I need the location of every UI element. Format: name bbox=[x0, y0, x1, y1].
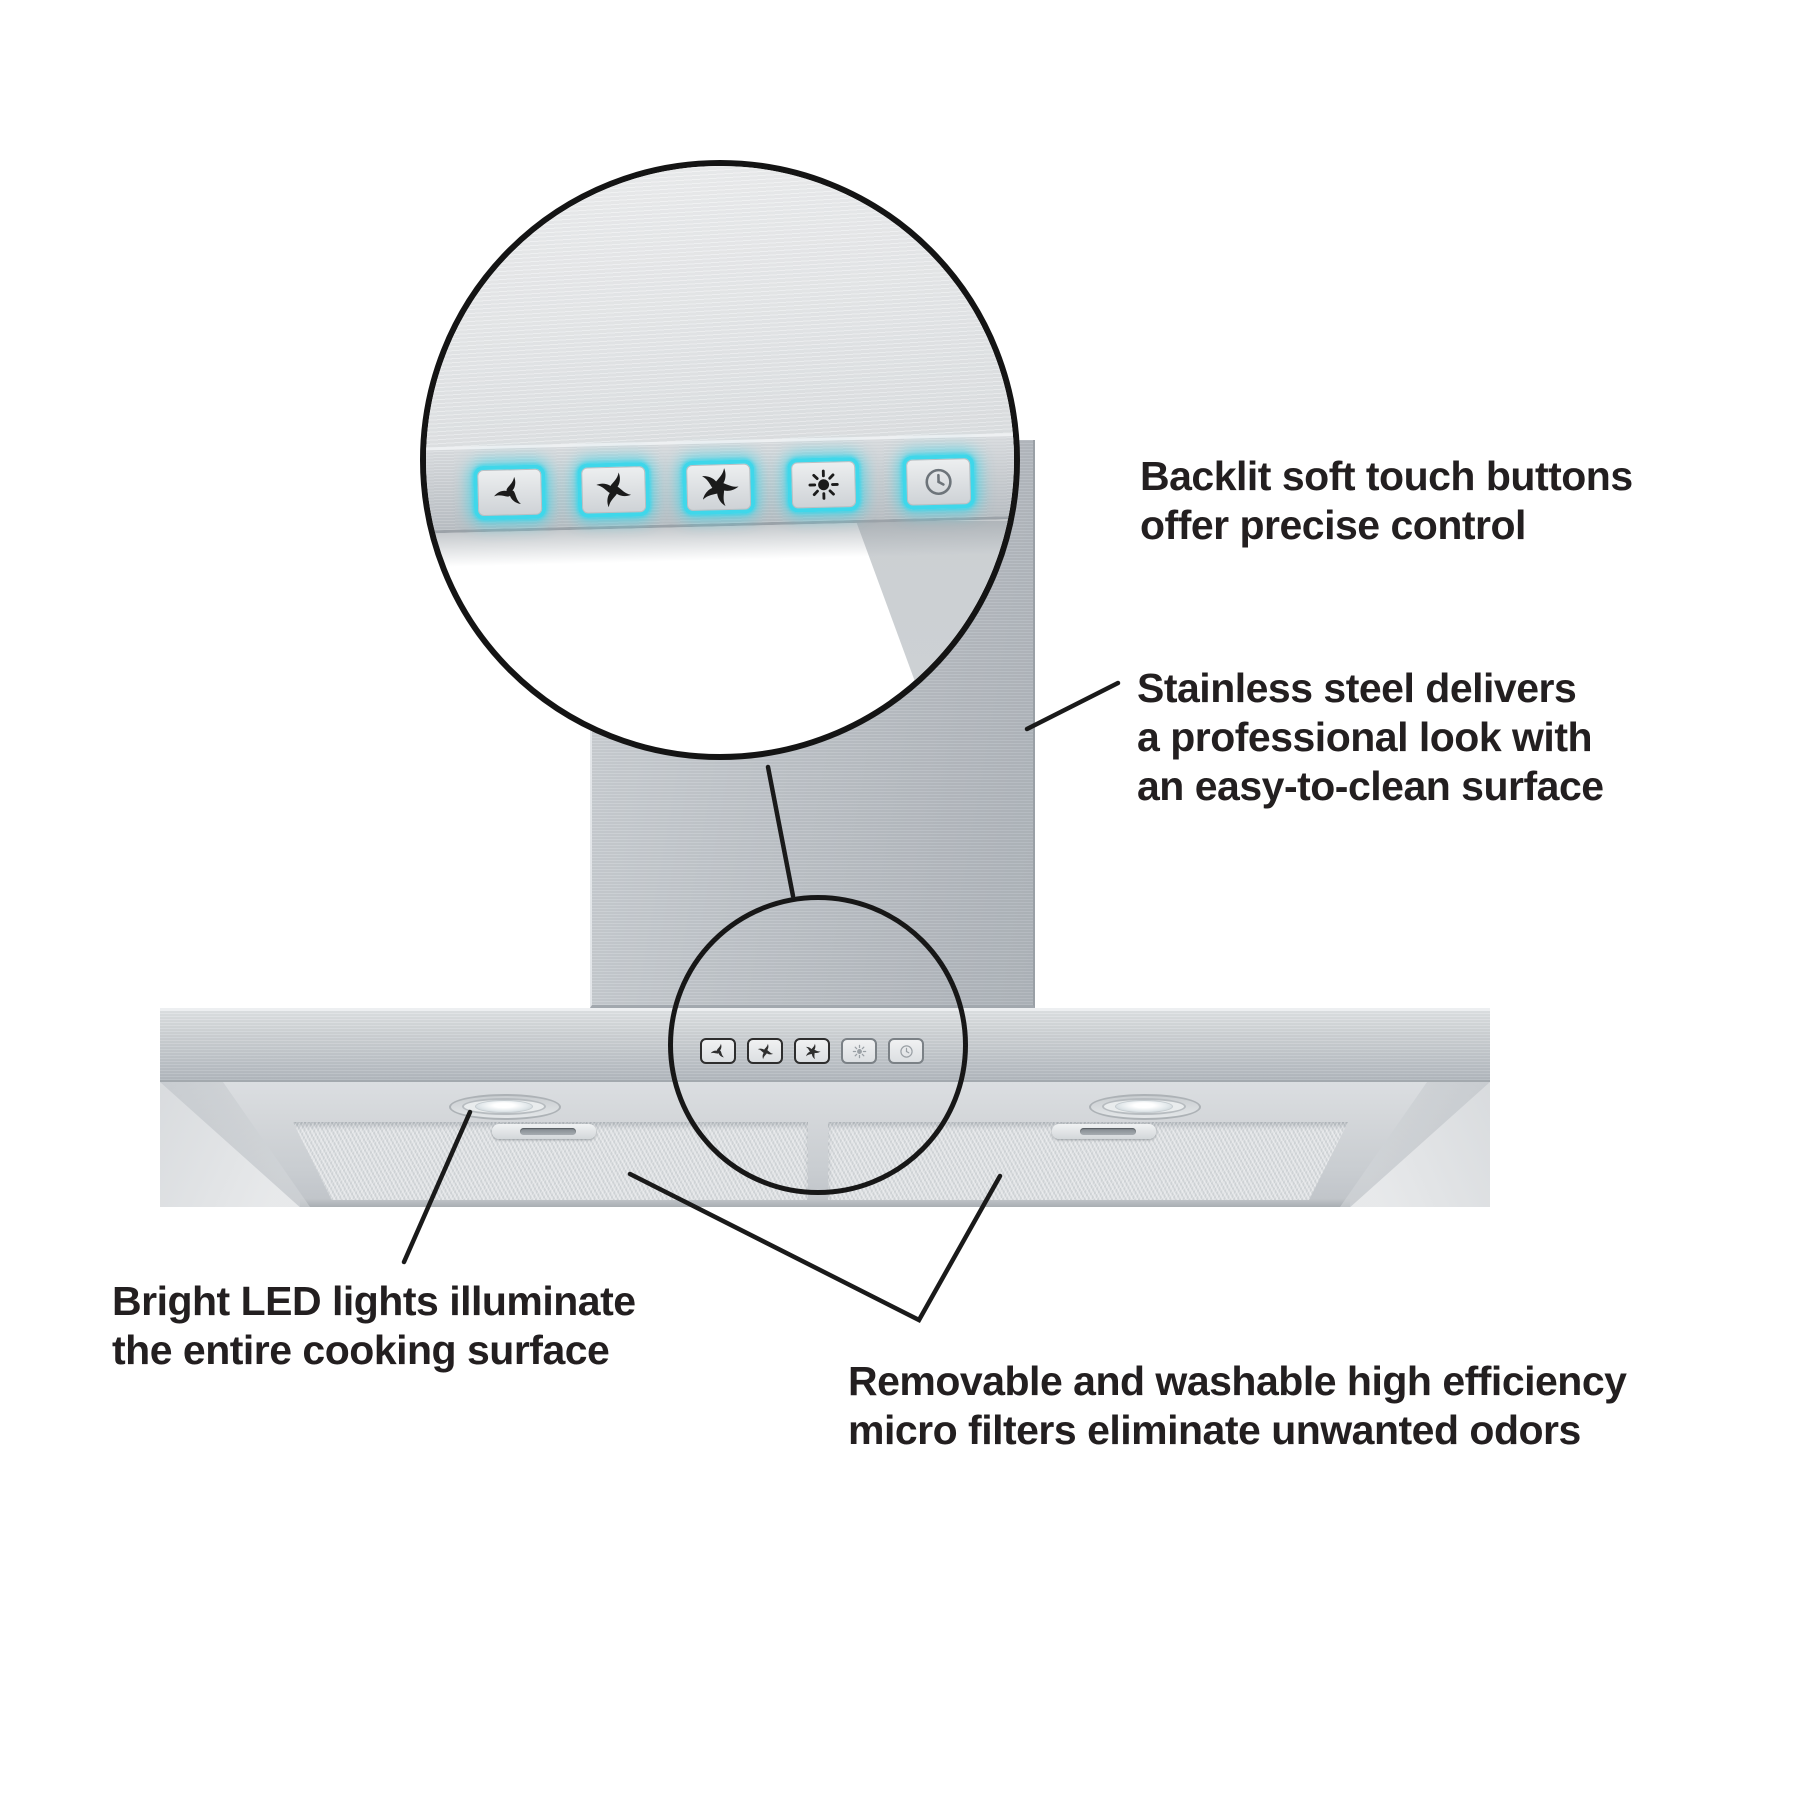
annotation-line: Bright LED lights illuminate bbox=[112, 1278, 636, 1324]
stainless-leader-line bbox=[1024, 680, 1121, 732]
fan-speed-2-button-magnified bbox=[577, 461, 651, 518]
timer-icon bbox=[920, 463, 957, 500]
magnified-canopy-top-surface bbox=[426, 166, 1014, 466]
fan-speed-2-icon bbox=[594, 470, 633, 509]
control-panel-zoom-ring bbox=[668, 895, 968, 1195]
annotation-backlit-buttons: Backlit soft touch buttons offer precise… bbox=[1140, 452, 1633, 550]
filter-latch-left bbox=[492, 1124, 596, 1139]
annotation-line: offer precise control bbox=[1140, 502, 1526, 548]
annotation-led-lights: Bright LED lights illuminate the entire … bbox=[112, 1277, 636, 1375]
magnified-control-band bbox=[426, 431, 1014, 573]
timer-button-magnified bbox=[901, 454, 976, 510]
annotation-stainless-steel: Stainless steel delivers a professional … bbox=[1137, 664, 1604, 811]
fan-speed-3-icon bbox=[697, 466, 740, 509]
annotation-line: an easy-to-clean surface bbox=[1137, 763, 1604, 809]
annotation-line: a professional look with bbox=[1137, 714, 1593, 760]
annotation-line: Removable and washable high efficiency bbox=[848, 1358, 1627, 1404]
annotation-line: Stainless steel delivers bbox=[1137, 665, 1577, 711]
fan-speed-3-button-magnified bbox=[681, 459, 756, 516]
magnified-button-row bbox=[426, 432, 1014, 521]
annotation-line: Backlit soft touch buttons bbox=[1140, 453, 1633, 499]
latch-slot bbox=[520, 1128, 576, 1135]
led-light-left bbox=[449, 1094, 561, 1120]
latch-slot bbox=[1080, 1128, 1136, 1135]
magnifier-circle bbox=[420, 160, 1020, 760]
light-button-magnified bbox=[786, 456, 861, 513]
annotation-line: micro filters eliminate unwanted odors bbox=[848, 1407, 1581, 1453]
fan-speed-1-button-magnified bbox=[473, 464, 547, 521]
led-lens bbox=[475, 1100, 533, 1113]
led-lens bbox=[1115, 1100, 1173, 1113]
fan-speed-1-icon bbox=[492, 475, 527, 510]
light-icon bbox=[804, 465, 843, 504]
led-light-right bbox=[1089, 1094, 1201, 1120]
annotation-line: the entire cooking surface bbox=[112, 1327, 610, 1373]
annotation-micro-filters: Removable and washable high efficiency m… bbox=[848, 1357, 1627, 1455]
filter-latch-right bbox=[1052, 1124, 1156, 1139]
